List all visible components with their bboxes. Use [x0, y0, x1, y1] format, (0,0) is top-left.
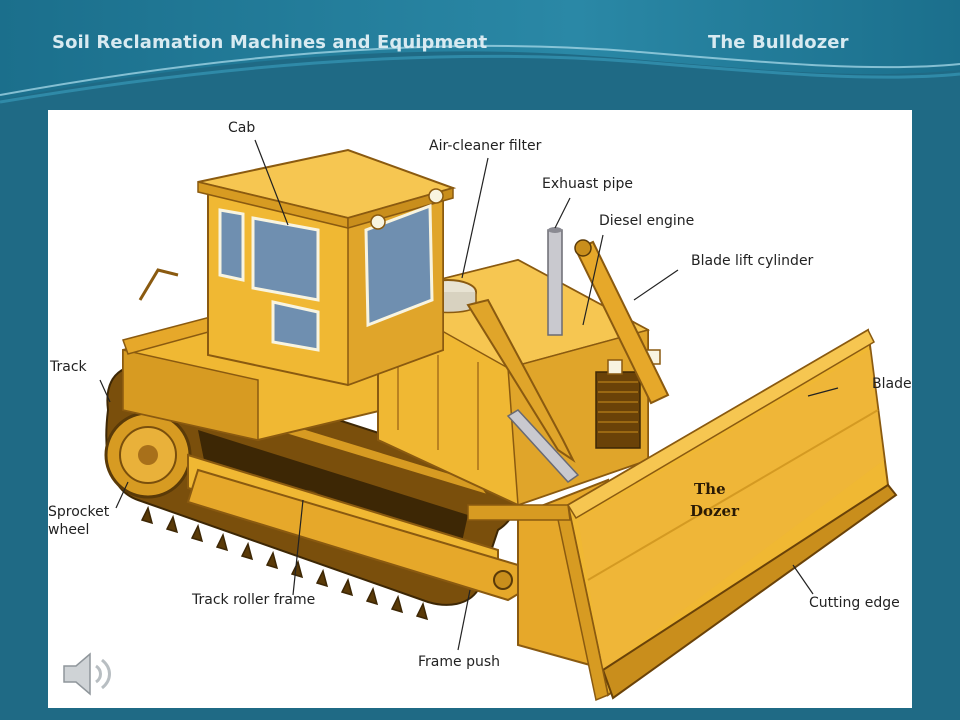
label-exhaust-pipe: Exhuast pipe [542, 176, 633, 193]
label-sprocket-wheel-line1: Sprocket [48, 504, 109, 521]
label-cutting-edge: Cutting edge [809, 595, 900, 612]
header-wave-background [0, 0, 960, 110]
label-cab: Cab [228, 120, 255, 137]
label-track-roller-frame: Track roller frame [192, 592, 315, 609]
blade-text-line1: The [694, 479, 726, 499]
label-air-cleaner-filter: Air-cleaner filter [429, 138, 541, 155]
label-sprocket-wheel-line2: wheel [48, 522, 89, 539]
blade-text-line2: Dozer [690, 501, 739, 521]
exhaust-pipe [548, 227, 562, 335]
slide-subtitle: The Bulldozer [708, 32, 849, 53]
label-track: Track [50, 359, 87, 376]
label-blade-lift-cylinder: Blade lift cylinder [691, 253, 813, 270]
radiator-grille [596, 372, 640, 448]
slide-title: Soil Reclamation Machines and Equipment [52, 32, 487, 53]
label-blade: Blade [872, 376, 912, 393]
diagram-panel: Cab Air-cleaner filter Exhuast pipe Dies… [48, 110, 912, 708]
label-frame-push: Frame push [418, 654, 500, 671]
speaker-icon[interactable] [58, 648, 120, 700]
bulldozer-illustration [48, 110, 912, 708]
label-diesel-engine: Diesel engine [599, 213, 694, 230]
